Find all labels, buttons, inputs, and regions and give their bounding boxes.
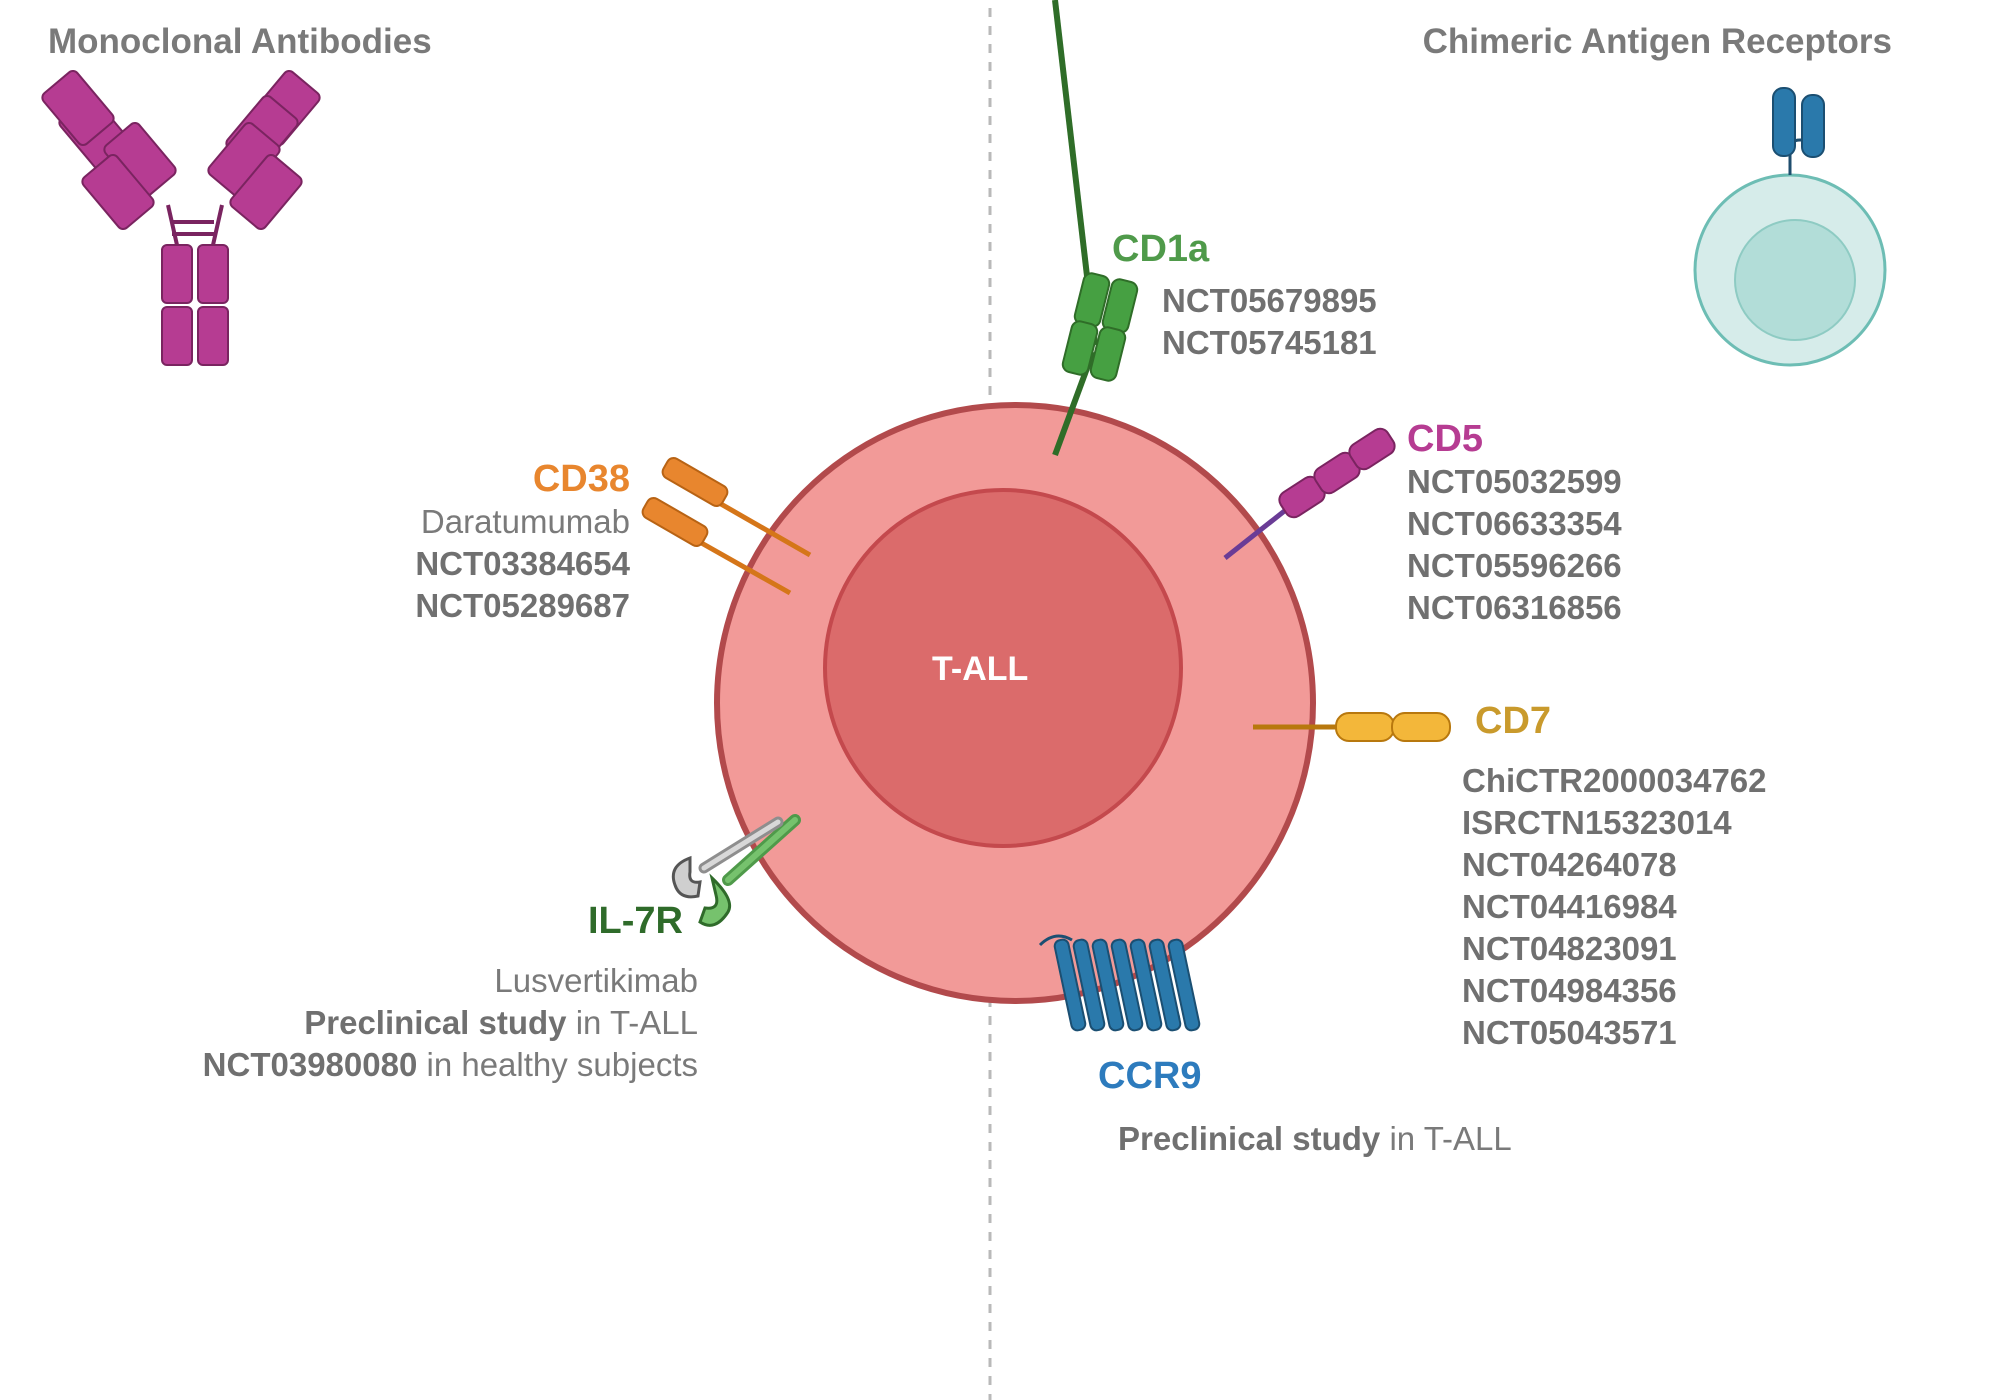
cd38-block: CD38 Daratumumab NCT03384654 NCT05289687 — [415, 458, 630, 627]
cd5-receptor-icon — [1223, 427, 1396, 560]
cd38-trial: NCT03384654 — [415, 545, 630, 582]
cd7-trial: NCT04984356 — [1462, 972, 1677, 1009]
il7r-name: IL-7R — [588, 900, 683, 942]
cd38-trial: NCT05289687 — [415, 587, 630, 624]
cd5-trial: NCT05596266 — [1407, 547, 1622, 584]
cd7-trial: ChiCTR2000034762 — [1462, 762, 1767, 799]
il7r-drug: Lusvertikimab — [494, 962, 698, 999]
ccr9-name: CCR9 — [1098, 1055, 1202, 1097]
cd5-name: CD5 — [1407, 418, 1484, 460]
ccr9-receptor-icon — [1038, 934, 1201, 1032]
il7r-trial-rest: in healthy subjects — [417, 1046, 698, 1083]
cd7-trial: NCT04823091 — [1462, 930, 1677, 967]
cd5-trial: NCT06316856 — [1407, 589, 1622, 626]
cd7-name: CD7 — [1475, 700, 1552, 742]
cd5-trial: NCT06633354 — [1407, 505, 1622, 542]
cd38-receptor-icon — [641, 457, 812, 596]
t-all-cell — [714, 402, 1316, 1004]
cell-label: T-ALL — [932, 650, 1029, 688]
cd1a-trial: NCT05745181 — [1162, 324, 1377, 361]
il7r-trial-bold: NCT03980080 — [202, 1046, 418, 1083]
antibody-icon — [41, 70, 321, 366]
car-title: Chimeric Antigen Receptors — [1422, 22, 1892, 61]
cd7-receptor-icon — [1253, 712, 1451, 742]
cd5-block: CD5 NCT05032599 NCT06633354 NCT05596266 … — [1407, 418, 1622, 629]
cd7-trial: ISRCTN15323014 — [1462, 804, 1732, 841]
ccr9-preclinical-bold: Preclinical study — [1118, 1120, 1381, 1157]
cd5-trial: NCT05032599 — [1407, 463, 1622, 500]
cd38-drug: Daratumumab — [420, 503, 630, 540]
cd7-trial: NCT04264078 — [1462, 846, 1677, 883]
ccr9-preclinical-rest: in T-ALL — [1380, 1120, 1512, 1157]
car-t-cell-icon — [1693, 87, 1887, 367]
cd1a-trial: NCT05679895 — [1162, 282, 1377, 319]
cd7-trial: NCT05043571 — [1462, 1014, 1677, 1051]
monoclonal-antibodies-title: Monoclonal Antibodies — [48, 22, 432, 61]
il7r-preclinical-bold: Preclinical study — [304, 1004, 567, 1041]
cd7-trial: NCT04416984 — [1462, 888, 1677, 925]
cd1a-receptor-icon — [1052, 0, 1139, 457]
il7r-details: Lusvertikimab Preclinical study in T-ALL… — [203, 960, 698, 1086]
cd1a-trials: NCT05679895 NCT05745181 — [1162, 280, 1377, 364]
il7r-receptor-icon — [671, 814, 801, 927]
cd1a-name: CD1a — [1112, 228, 1210, 270]
cd38-name: CD38 — [532, 458, 630, 500]
cd7-trials: ChiCTR2000034762 ISRCTN15323014 NCT04264… — [1462, 760, 1767, 1054]
il7r-preclinical-rest: in T-ALL — [566, 1004, 698, 1041]
ccr9-details: Preclinical study in T-ALL — [1118, 1118, 1512, 1160]
